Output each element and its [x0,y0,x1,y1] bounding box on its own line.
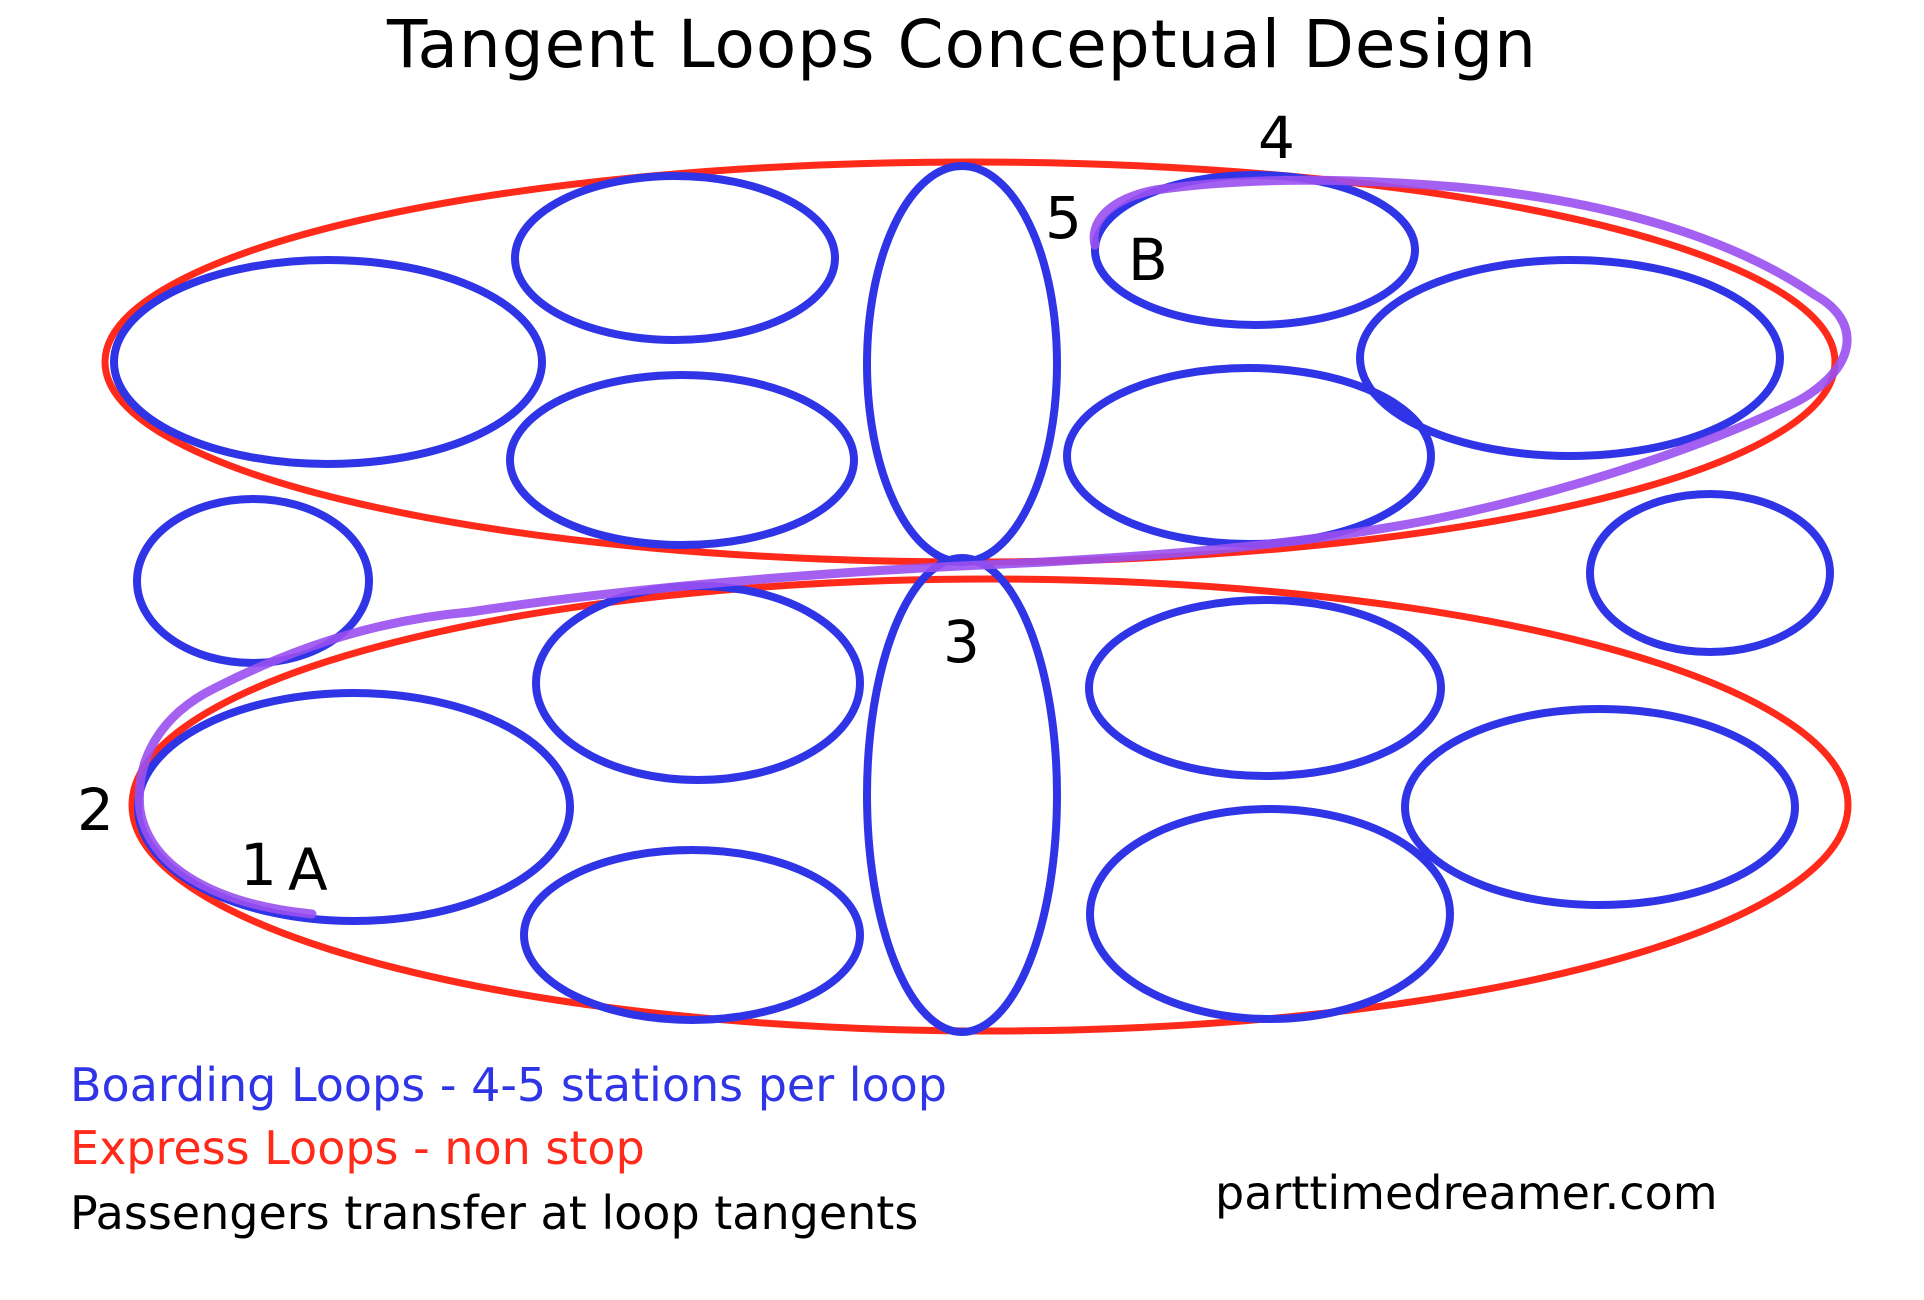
boarding-loop [133,495,373,667]
boarding-loop [110,256,546,468]
page-title: Tangent Loops Conceptual Design [387,6,1537,83]
site-url: parttimedreamer.com [1215,1166,1718,1220]
marker-5: 5 [1045,184,1082,252]
express-loop-lower [128,575,1852,1035]
boarding-loop [1085,596,1445,780]
boarding-loop [1086,805,1454,1023]
boarding-loop [1356,256,1784,460]
boarding-loop [1586,490,1834,656]
boarding-loop [511,172,839,344]
marker-a: A [288,836,328,904]
marker-1: 1 [240,831,277,899]
express-loop-upper [101,158,1839,566]
boarding-loop [1091,171,1419,329]
boarding-loop [1401,705,1799,909]
boarding-loop [506,371,858,549]
legend-transfer-note: Passengers transfer at loop tangents [70,1186,919,1240]
transfer-route [134,175,1852,919]
legend-express-loops: Express Loops - non stop [70,1121,645,1175]
marker-b: B [1128,226,1168,294]
boarding-loop [532,582,864,784]
marker-2: 2 [77,776,114,844]
marker-4: 4 [1258,104,1295,172]
boarding-loop [863,554,1061,1036]
marker-3: 3 [943,608,980,676]
boarding-loop [520,846,864,1024]
legend-boarding-loops: Boarding Loops - 4-5 stations per loop [70,1058,948,1112]
boarding-loop [863,162,1061,566]
